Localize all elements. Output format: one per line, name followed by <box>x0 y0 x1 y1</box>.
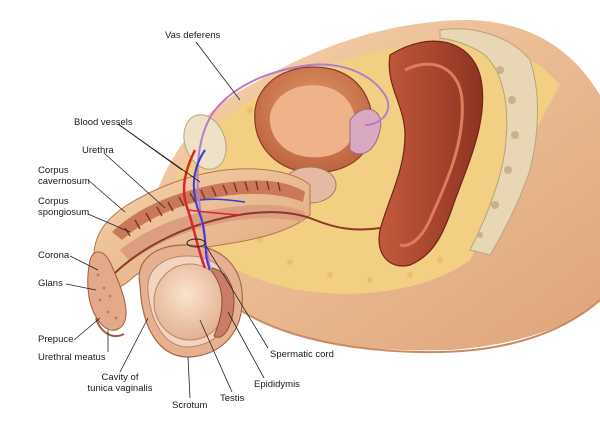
prepuce <box>95 317 125 337</box>
label-corpus-spongiosum-line2: spongiosum <box>38 207 90 218</box>
sacrum-texture <box>477 66 519 238</box>
label-corpus-spongiosum-line1: Corpus <box>38 196 69 207</box>
label-blood-vessels: Blood vessels <box>74 117 133 128</box>
artery-branch <box>187 209 241 216</box>
label-vas-deferens: Vas deferens <box>165 30 221 41</box>
bladder-interior <box>269 85 356 158</box>
label-corpus-cavernosum-line2: cavernosum <box>38 176 90 187</box>
pubic-bone <box>183 114 227 170</box>
label-scrotum: Scrotum <box>172 400 208 411</box>
urethra <box>107 211 381 281</box>
label-corona: Corona <box>38 250 70 261</box>
leader-lines <box>65 41 269 399</box>
label-testis: Testis <box>220 393 245 404</box>
label-glans: Glans <box>38 278 63 289</box>
epididymis <box>211 267 235 338</box>
artery <box>182 149 207 269</box>
label-prepuce: Prepuce <box>38 334 74 345</box>
label-cavity-line2: tunica vaginalis <box>87 383 153 394</box>
glans-texture <box>96 273 118 320</box>
sacrum-bone <box>439 28 538 256</box>
corpus-spongiosum <box>120 204 305 262</box>
vein <box>192 149 211 271</box>
label-urethral-meatus: Urethral meatus <box>38 352 106 363</box>
label-epididymis: Epididymis <box>254 379 300 390</box>
label-urethra: Urethra <box>82 145 114 156</box>
vein-branch <box>199 198 246 203</box>
vas-deferens <box>196 63 390 269</box>
cavernosum-stripes <box>124 180 281 237</box>
label-corpus-cavernosum-line1: Corpus <box>38 165 69 176</box>
seminal-vesicle <box>349 108 382 155</box>
rectum <box>378 40 484 267</box>
glans <box>87 251 127 331</box>
corpus-cavernosum <box>112 180 305 240</box>
cord-section <box>186 238 206 248</box>
label-spermatic-cord: Spermatic cord <box>270 349 334 360</box>
label-cavity-line1: Cavity of <box>101 372 139 383</box>
buttock-contour <box>209 284 600 354</box>
rectum-lumen <box>399 62 464 247</box>
